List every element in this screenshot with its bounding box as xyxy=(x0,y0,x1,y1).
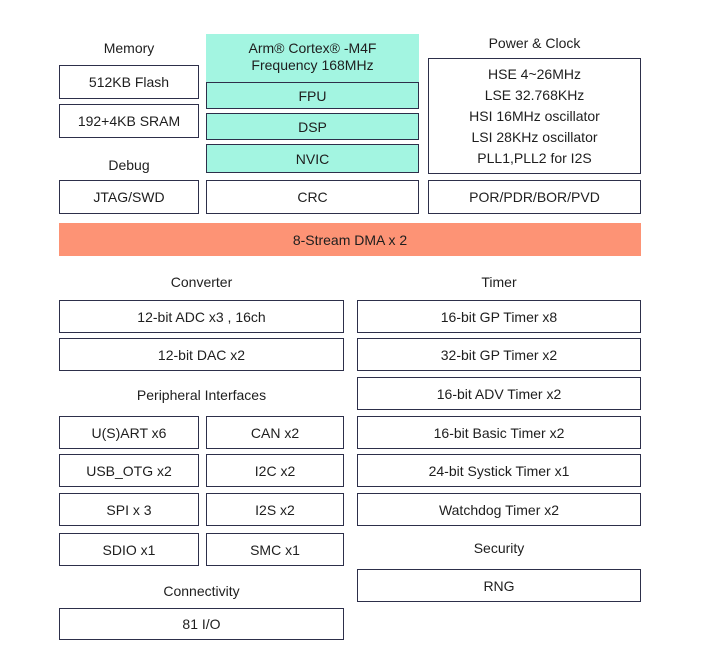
nvic-box: NVIC xyxy=(206,144,419,173)
dma-bar: 8-Stream DMA x 2 xyxy=(59,223,641,256)
peripheral-box: I2S x2 xyxy=(206,493,344,526)
crc-box: CRC xyxy=(206,180,419,214)
timer-box: 32-bit GP Timer x2 xyxy=(357,338,641,371)
security-title: Security xyxy=(473,540,525,556)
power-clock-title: Power & Clock xyxy=(488,35,581,51)
cpu-frequency: Frequency 168MHz xyxy=(251,57,374,73)
fpu-box: FPU xyxy=(206,82,419,109)
timer-title: Timer xyxy=(481,274,517,290)
clock-sources-box: HSE 4~26MHz LSE 32.768KHz HSI 16MHz osci… xyxy=(428,58,641,174)
clock-source-item: HSE 4~26MHz xyxy=(488,65,581,82)
dac-box: 12-bit DAC x2 xyxy=(59,338,344,371)
jtag-box: JTAG/SWD xyxy=(59,180,199,214)
peripheral-box: U(S)ART x6 xyxy=(59,416,199,449)
peripheral-box: I2C x2 xyxy=(206,454,344,487)
timer-box: 16-bit GP Timer x8 xyxy=(357,300,641,333)
memory-title: Memory xyxy=(103,40,155,56)
clock-source-item: HSI 16MHz oscillator xyxy=(469,107,600,124)
flash-box: 512KB Flash xyxy=(59,65,199,99)
peripheral-box: SMC x1 xyxy=(206,533,344,566)
io-box: 81 I/O xyxy=(59,608,344,640)
peripheral-box: USB_OTG x2 xyxy=(59,454,199,487)
reset-box: POR/PDR/BOR/PVD xyxy=(428,180,641,214)
peripheral-box: SPI x 3 xyxy=(59,493,199,526)
cpu-core-name: Arm® Cortex® -M4F xyxy=(248,40,377,56)
connectivity-title: Connectivity xyxy=(163,583,240,599)
dsp-box: DSP xyxy=(206,113,419,140)
peripheral-box: CAN x2 xyxy=(206,416,344,449)
clock-source-item: PLL1,PLL2 for I2S xyxy=(477,150,592,167)
peripheral-box: SDIO x1 xyxy=(59,533,199,566)
debug-title: Debug xyxy=(108,157,150,173)
adc-box: 12-bit ADC x3 , 16ch xyxy=(59,300,344,333)
peripheral-title: Peripheral Interfaces xyxy=(136,387,267,403)
rng-box: RNG xyxy=(357,569,641,602)
timer-box: Watchdog Timer x2 xyxy=(357,493,641,526)
timer-box: 24-bit Systick Timer x1 xyxy=(357,454,641,487)
cpu-core-block: Arm® Cortex® -M4F Frequency 168MHz xyxy=(206,34,419,82)
sram-box: 192+4KB SRAM xyxy=(59,104,199,138)
timer-box: 16-bit Basic Timer x2 xyxy=(357,416,641,449)
converter-title: Converter xyxy=(170,274,233,290)
clock-source-item: LSI 28KHz oscillator xyxy=(471,129,598,146)
clock-source-item: LSE 32.768KHz xyxy=(484,86,585,103)
timer-box: 16-bit ADV Timer x2 xyxy=(357,377,641,410)
